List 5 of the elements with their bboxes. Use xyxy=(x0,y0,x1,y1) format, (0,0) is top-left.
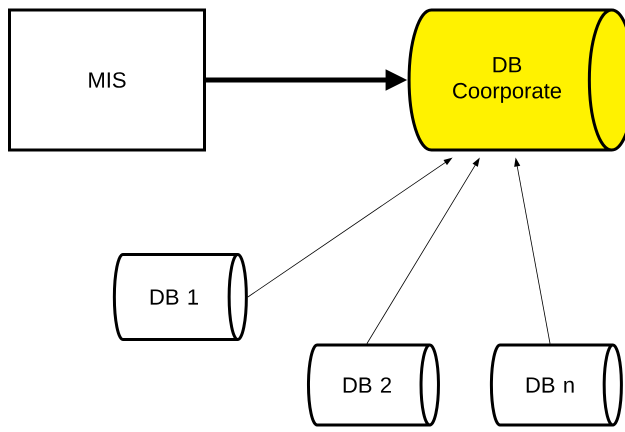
database-cylinder: DB n xyxy=(490,344,623,426)
database-cylinder: DB 1 xyxy=(112,253,248,341)
process-box: MIS xyxy=(8,8,206,152)
database-cylinder: DB 2 xyxy=(306,344,440,426)
database-cylinder: DB Coorporate xyxy=(408,8,625,152)
